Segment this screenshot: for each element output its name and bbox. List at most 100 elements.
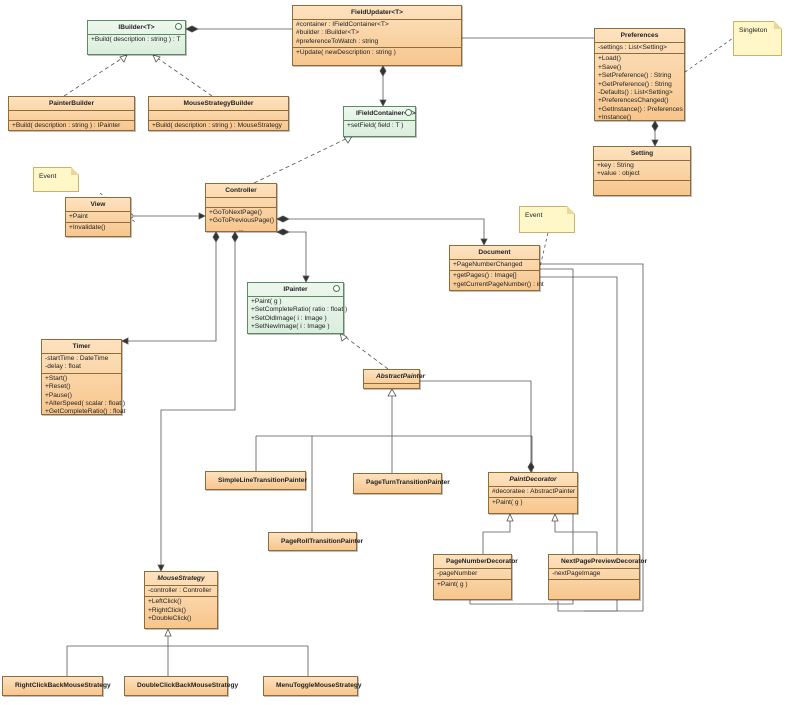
attribute: +value : object	[597, 170, 640, 178]
operation: -Defaults() : List<Setting>	[598, 89, 673, 97]
attributes: -controller : Controller	[145, 586, 217, 598]
operation: +GetPreference() : String	[598, 80, 672, 88]
page-roll-transition-painter-class[interactable]: PageRollTransitionPainter	[268, 532, 363, 551]
operation: +RightClick()	[148, 606, 186, 614]
class-name: PageNumberDecorator	[434, 555, 518, 569]
ifield-container-class[interactable]: IFieldContainer<T> +setField( field : T …	[343, 106, 416, 137]
class-name: Document	[450, 246, 539, 260]
operation: +Build( description : string ) : T	[91, 36, 181, 43]
class-name: PaintDecorator	[489, 473, 577, 487]
interface-icon	[175, 23, 182, 30]
field-updater-class[interactable]: FieldUpdater<T> #container : IFieldConta…	[292, 5, 462, 66]
class-title: IFieldContainer<T>	[356, 110, 416, 117]
attributes	[149, 111, 288, 121]
class-name: RightClickBackMouseStrategy	[15, 682, 111, 689]
operation: +Update( newDescription : string )	[296, 49, 396, 57]
diamond-fieldupdater-ifc	[379, 65, 387, 77]
triangle-ibuilder-left	[119, 54, 128, 63]
abstract-painter-class[interactable]: AbstractPainter	[363, 369, 425, 389]
class-name: IBuilder<T>	[88, 21, 185, 35]
right-click-back-mouse-strategy-class[interactable]: RightClickBackMouseStrategy	[2, 676, 111, 696]
operation: +SetOldImage( i : Image )	[251, 314, 327, 322]
operations: +Update( newDescription : string )	[293, 48, 461, 58]
operations	[549, 580, 639, 589]
operation: +GetCompleteRatio() : float	[45, 408, 126, 416]
page-turn-transition-painter-class[interactable]: PageTurnTransitionPainter	[353, 473, 450, 494]
diamond-controller-timer	[212, 231, 220, 243]
operation: +Paint( g )	[251, 298, 282, 305]
class-name: MouseStrategyBuilder	[149, 97, 288, 111]
realization-mousestrategybuilder-ibuilder	[152, 54, 213, 97]
next-page-preview-decorator-class[interactable]: NextPagePreviewDecorator -nextPageImage	[548, 554, 647, 600]
operation: +Instance()	[598, 114, 632, 122]
ipainter-class[interactable]: IPainter +Paint( g ) +SetCompleteRatio( …	[247, 282, 348, 334]
diamond-decorator	[527, 461, 535, 473]
diamond-fieldupdater-ibuilder	[185, 25, 199, 33]
assoc-controller-mousestrategy	[160, 232, 236, 571]
class-name: MouseStrategy	[145, 572, 217, 586]
attributes	[364, 384, 419, 389]
attribute: +PageNumberChanged	[453, 261, 523, 268]
operations: +Paint( g ) +SetCompleteRatio( ratio : f…	[248, 297, 348, 333]
menu-toggle-mouse-strategy-class[interactable]: MenuToggleMouseStrategy	[263, 676, 362, 696]
class-name: NextPagePreviewDecorator	[549, 555, 647, 569]
class-name: Controller	[206, 184, 276, 198]
paint-decorator-class[interactable]: PaintDecorator #decoratee : AbstractPain…	[488, 472, 578, 514]
class-title: IBuilder<T>	[118, 24, 155, 31]
setting-class[interactable]: Setting +key : String +value : object	[593, 146, 691, 196]
assoc-document-outer	[540, 263, 644, 612]
operations: +Invalidate()	[66, 223, 130, 233]
class-name: AbstractPainter	[364, 370, 425, 384]
mouse-strategy-builder-class[interactable]: MouseStrategyBuilder +Build( description…	[148, 96, 289, 131]
assoc-controller-timer	[122, 232, 217, 342]
operation: +GetInstance() : Preferences	[598, 105, 683, 113]
operations: +getPages() : Image[] +getCurrentPageNum…	[450, 271, 544, 290]
page-number-decorator-class[interactable]: PageNumberDecorator -pageNumber +Paint( …	[433, 554, 518, 600]
event-note-view: Event	[33, 167, 79, 192]
arrow-ifc	[379, 99, 387, 107]
operation: +Pause()	[45, 391, 72, 399]
operations: +Paint( g )	[434, 580, 511, 590]
class-name: Setting	[594, 147, 690, 161]
class-name: Preferences	[595, 29, 684, 43]
double-click-back-mouse-strategy-class[interactable]: DoubleClickBackMouseStrategy	[124, 676, 239, 696]
view-class[interactable]: View +Paint +Invalidate()	[65, 197, 131, 237]
painter-builder-class[interactable]: PainterBuilder +Build( description : str…	[8, 96, 135, 131]
diamond-controller-document	[276, 215, 290, 223]
simple-line-transition-painter-class[interactable]: SimpleLineTransitionPainter	[205, 471, 307, 490]
class-name: DoubleClickBackMouseStrategy	[137, 682, 239, 689]
operations: +GoToNextPage() +GoToPreviousPage() ...	[206, 208, 276, 235]
event-note-document: Event	[519, 206, 575, 233]
triangle-ifc-realization	[343, 135, 353, 144]
interface-icon	[333, 285, 340, 292]
operation: +getPages() : Image[]	[453, 272, 517, 280]
operations: +LeftClick() +RightClick() +DoubleClick(…	[145, 597, 217, 624]
attributes: -pageNumber	[434, 569, 511, 581]
generalization-nextpagepreview	[554, 514, 598, 554]
operation: +Build( description : string ) : IPainte…	[12, 122, 121, 129]
operation: +Load()	[598, 55, 621, 63]
operation: ...	[238, 225, 244, 233]
controller-class[interactable]: Controller +GoToNextPage() +GoToPrevious…	[205, 183, 277, 235]
ibuilder-class[interactable]: IBuilder<T> +Build( description : string…	[87, 20, 186, 55]
operations: +setField( field : T )	[344, 121, 415, 131]
arrow-document	[480, 238, 488, 246]
operation: +SetCompleteRatio( ratio : float )	[251, 306, 348, 314]
preferences-class[interactable]: Preferences -settings : List<Setting> +L…	[594, 28, 685, 121]
attributes: +Paint	[66, 212, 130, 224]
attribute: +Paint	[69, 213, 88, 220]
class-name: Timer	[42, 340, 121, 354]
timer-class[interactable]: Timer -startTime : DateTime -delay : flo…	[41, 339, 126, 416]
diamond-controller-ipainter	[276, 228, 290, 236]
mouse-strategy-class[interactable]: MouseStrategy -controller : Controller +…	[144, 571, 218, 629]
operation: +GoToNextPage()	[209, 209, 262, 216]
diamond-controller-mouse	[231, 231, 239, 243]
attribute: #preferenceToWatch : string	[296, 37, 379, 45]
operation: +getCurrentPageNumber() : int	[453, 280, 544, 288]
operation: +Paint( g )	[437, 581, 468, 589]
triangle-abstractpainter	[387, 388, 397, 397]
triangle-decorator-left	[506, 512, 514, 522]
realization-abstractpainter-ipainter	[339, 332, 389, 370]
document-class[interactable]: Document +PageNumberChanged +getPages() …	[449, 245, 544, 291]
note-text: Event	[525, 212, 543, 219]
